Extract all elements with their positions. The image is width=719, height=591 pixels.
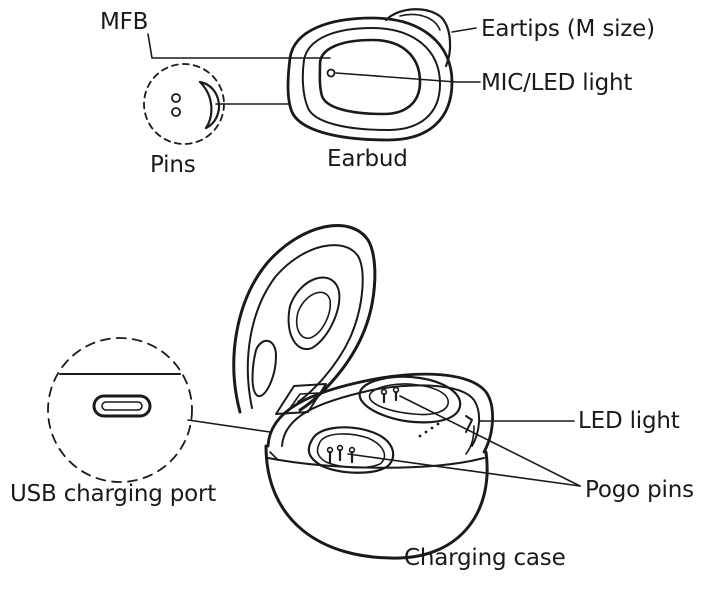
pogo-pins-right (380, 386, 400, 404)
label-pins: Pins (150, 152, 196, 178)
case-lid (232, 224, 377, 414)
case-leader-lines (187, 395, 581, 487)
earbud-illustration (286, 8, 454, 142)
earbud-body (286, 16, 454, 142)
label-eartips: Eartips (M size) (481, 16, 655, 42)
label-usb-port: USB charging port (10, 481, 217, 507)
case-hinge (275, 383, 327, 415)
usb-port-detail (47, 337, 193, 483)
label-charging-case: Charging case (404, 545, 566, 571)
eartip-shape (384, 8, 452, 68)
label-mic-led: MIC/LED light (481, 70, 633, 96)
charging-case-illustration (232, 224, 494, 560)
usb-c-port-icon (92, 394, 152, 418)
label-mfb: MFB (100, 9, 149, 35)
earbud-leader-lines (147, 27, 481, 105)
pins-detail (143, 63, 225, 145)
pogo-pins-left (326, 444, 356, 464)
label-pogo-pins: Pogo pins (585, 477, 694, 503)
case-base (264, 444, 489, 560)
label-led-light: LED light (578, 408, 680, 434)
mfb-surface (318, 38, 422, 116)
mic-led-hole (326, 68, 336, 78)
led-indicator-dots (418, 422, 440, 438)
label-earbud: Earbud (327, 146, 408, 172)
